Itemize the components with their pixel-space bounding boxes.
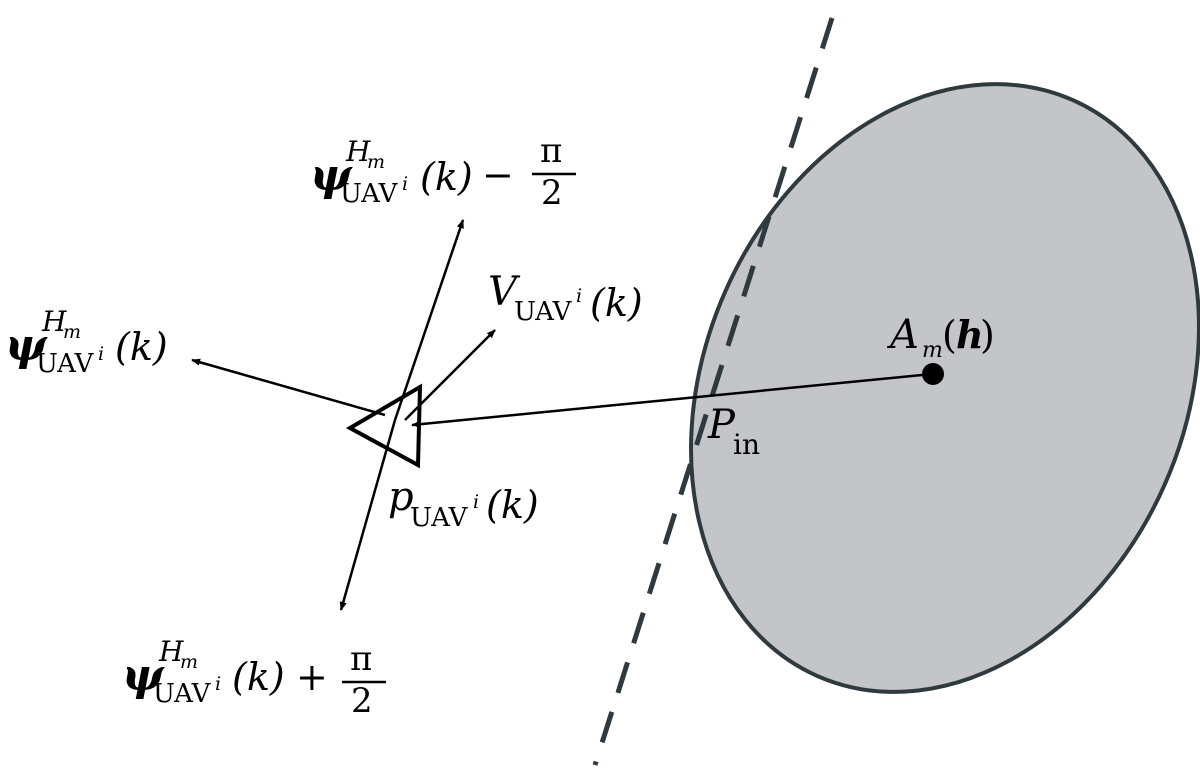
velocity-V: V [488,269,521,315]
center-point [922,363,944,385]
subscript-in: in [733,428,760,461]
label-center: A m ( h ) [886,312,995,363]
subscript-uav: UAV [153,679,212,709]
uav-triangle [345,383,423,469]
superscript-H: H [158,635,184,668]
subscript-i: i [402,173,408,195]
plus-sign: + [296,655,328,699]
label-heading: ψ H m UAV i (k) [5,305,168,379]
label-heading-plus-halfpi: ψ H m UAV i (k) + π 2 [122,635,386,721]
left-paren: ( [942,313,957,357]
superscript-m: m [63,321,81,343]
label-heading-minus-halfpi: ψ H m UAV i (k) − π 2 [310,131,576,213]
pi-symbol: π [540,131,562,171]
subscript-i: i [576,285,582,307]
subscript-i: i [473,491,479,513]
subscript-uav: UAV [410,503,469,533]
psi-symbol: ψ [310,150,353,201]
heading-minus-halfpi-arrow [393,219,465,421]
subscript-i: i [215,673,221,695]
subscript-uav: UAV [340,179,399,209]
subscript-uav: UAV [36,349,95,379]
tangent-dashed-line [592,17,835,766]
arg-k: (k) [486,483,539,527]
superscript-m: m [367,151,385,173]
subscript-uav: UAV [514,297,573,327]
psi-symbol: ψ [122,650,165,701]
denominator-two: 2 [541,173,563,213]
right-paren: ) [980,313,995,357]
pi-symbol: π [350,639,372,679]
subscript-m: m [922,338,943,363]
heading-arrow [191,358,386,417]
point-P: P [707,402,736,448]
bold-h: h [956,312,984,357]
superscript-H: H [41,305,67,338]
subscript-i: i [98,343,104,365]
arg-k: (k) [590,281,643,325]
arg-k: (k) [420,155,473,199]
obstacle-ellipse [689,82,1200,694]
label-position: p UAV i (k) [388,474,539,533]
denominator-two: 2 [351,681,373,721]
label-velocity: V UAV i (k) [488,269,643,327]
psi-symbol: ψ [5,320,48,371]
superscript-m: m [180,651,198,673]
superscript-H: H [345,135,371,168]
center-A: A [886,312,919,358]
line-center-to-uav [411,372,933,428]
label-intersection: P in [707,402,760,461]
heading-plus-halfpi-arrow [339,419,397,611]
position-p: p [388,474,414,520]
arg-k: (k) [115,325,168,369]
arg-k: (k) [232,655,285,699]
minus-sign: − [482,153,514,197]
